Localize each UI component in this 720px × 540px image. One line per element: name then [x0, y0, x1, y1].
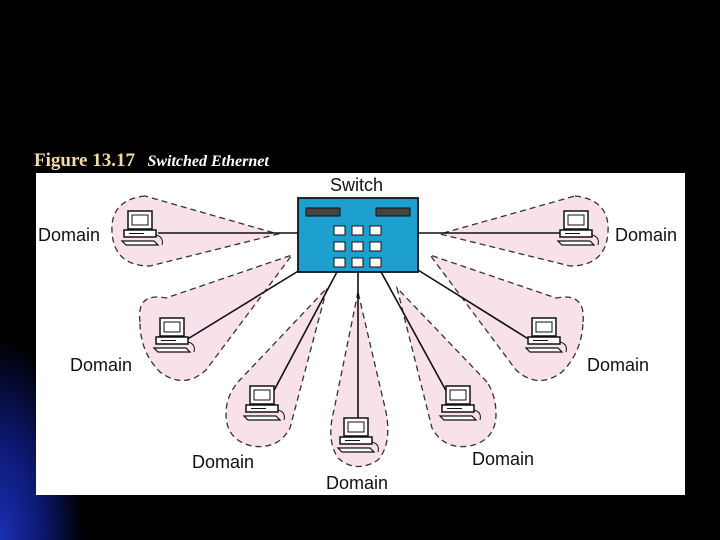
domain-label: Domain	[192, 452, 254, 472]
domain-label: Domain	[38, 225, 100, 245]
domain-region-left-top	[111, 195, 281, 267]
domain-label: Domain	[326, 473, 388, 493]
domain-label: Domain	[472, 449, 534, 469]
switch-label: Switch	[330, 175, 383, 195]
link-lines	[158, 232, 560, 428]
domain-label: Domain	[615, 225, 677, 245]
domain-label: Domain	[587, 355, 649, 375]
figure-number: Figure 13.17	[34, 150, 135, 171]
switch-device	[297, 197, 419, 273]
figure-caption: Figure 13.17 Switched Ethernet	[34, 150, 269, 172]
figure-title: Switched Ethernet	[147, 153, 269, 170]
domain-label: Domain	[70, 355, 132, 375]
